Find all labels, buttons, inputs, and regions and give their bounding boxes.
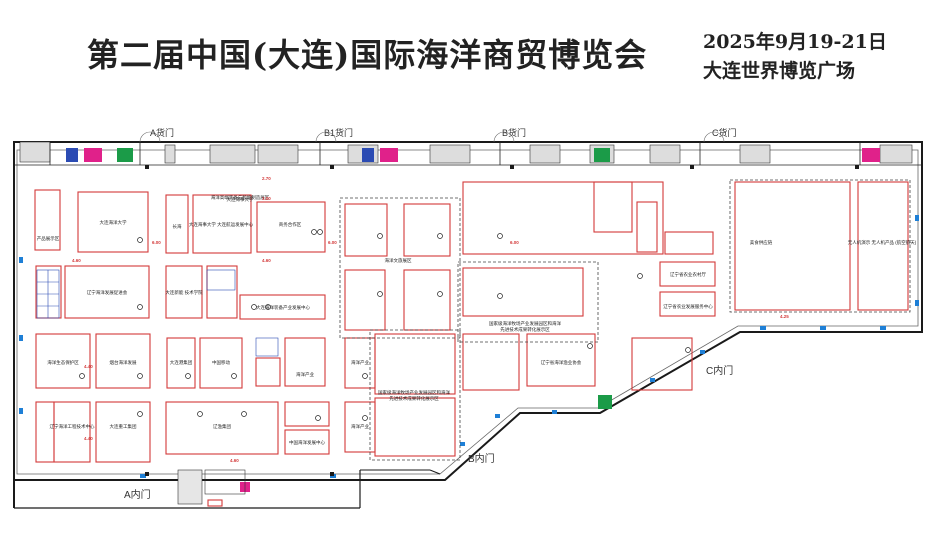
booth-label: 产品展示区: [37, 235, 60, 242]
entry-booth: [204, 469, 246, 495]
gate-a-cargo: A货门: [150, 127, 174, 138]
page-title: 第二届中国(大连)国际海洋商贸博览会: [87, 36, 648, 74]
dimension-label: 6.00: [510, 240, 519, 245]
booth-label: 海洋产业: [351, 359, 369, 366]
female-restroom-icon: [84, 148, 880, 492]
zone-label: 先进技术成果转化展示区: [500, 326, 550, 333]
gate-c-cargo: C货门: [712, 127, 737, 138]
dimension-label: 3.00: [262, 196, 271, 201]
zone-label: 国家级海洋牧场产业发展园区和海洋: [378, 389, 450, 396]
booth-label: 辽宁海洋工程技术中心: [50, 423, 95, 430]
booth-label: 海洋产业: [296, 371, 314, 378]
event-venue: 大连世界博览广场: [703, 60, 856, 82]
booth-label: 烟台海洋发展: [110, 359, 137, 366]
zone-label: 海洋高端装备与智能制造展区: [211, 194, 270, 201]
booth-label: 大连重工集团: [110, 423, 137, 430]
stair-block: [177, 469, 203, 505]
booth-label: 大连港集团: [170, 359, 193, 366]
gate-b1-cargo: B1货门: [324, 127, 353, 138]
building-outline: [13, 141, 923, 481]
event-date: 2025年9月19-21日: [703, 31, 887, 53]
gate-b-cargo: B货门: [502, 127, 526, 138]
dimension-label: 2.70: [262, 176, 271, 181]
booth-label: 大连海洋大学: [100, 219, 127, 226]
inner-outline: [16, 149, 919, 475]
male-restroom-icon: [117, 148, 612, 409]
booth-label: 辽宁省农业发展服务中心: [663, 303, 713, 310]
dimension-label: 4.40: [84, 364, 93, 369]
zone-label: 先进技术成果转化展示区: [389, 395, 439, 402]
event-info: 2025年9月19-21日 大连世界博览广场: [703, 28, 887, 86]
dimension-label: 6.00: [152, 240, 161, 245]
zone-label: 海洋文旅展区: [385, 257, 412, 264]
accessible-restroom-icon: [66, 148, 374, 162]
booth-label: 辽宁省海洋渔业协会: [541, 359, 582, 366]
booth-label: 辽宁省农业农村厅: [670, 271, 706, 278]
booth-outlines: [34, 181, 909, 507]
booth-label: 海洋生态保护区: [47, 359, 79, 366]
dimension-label: 4.25: [780, 314, 789, 319]
dimension-label: 4.60: [230, 458, 239, 463]
gate-b-inner: B内门: [468, 452, 495, 465]
booth-label: 海洋产业: [351, 423, 369, 430]
booth-label: 中国移动: [212, 359, 230, 366]
booth-label: 中国海洋发展中心: [289, 439, 325, 446]
booth-label: 大连海洋装备产业发展中心: [256, 304, 310, 311]
dimension-label: 4.60: [262, 258, 271, 263]
zone-outlines: [339, 179, 911, 461]
booth-label: 大连新能 技术学院: [165, 289, 203, 296]
booth-label: 美食供应链: [750, 239, 773, 246]
pillar-icon: [145, 165, 859, 476]
booth-label: 商务合作区: [279, 221, 302, 228]
dimension-label: 4.60: [72, 258, 81, 263]
gate-a-inner: A内门: [124, 488, 151, 501]
zone-label: 国家级海洋牧场产业发展园区和海洋: [489, 320, 561, 327]
booth-label: 大连海事大学 大连航运发展中心: [189, 221, 254, 228]
booth-label: 大连海事大学: [227, 196, 254, 203]
booth-label: 辽宁海洋发展促进会: [87, 289, 128, 296]
booth-label: 长海: [173, 223, 182, 230]
dimension-label: 4.40: [84, 436, 93, 441]
booth-label: 辽渔集团: [213, 423, 231, 430]
service-rooms-top: [19, 141, 913, 164]
dimension-label: 6.00: [328, 240, 337, 245]
gate-c-inner: C内门: [706, 364, 733, 377]
booth-grid: [36, 269, 279, 357]
booth-label: 无人机演示 无人机产品 (航空航天): [848, 239, 917, 246]
